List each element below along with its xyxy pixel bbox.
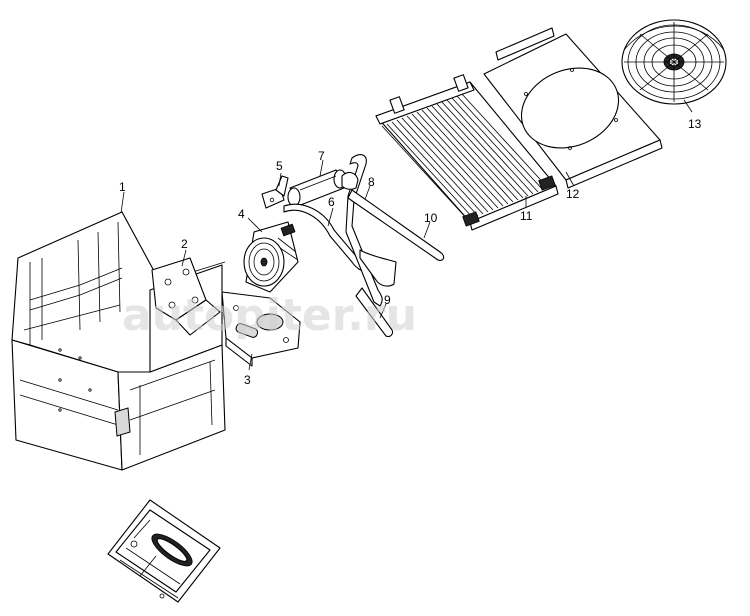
watermark-text: autopiter.ru xyxy=(122,290,417,341)
condenser-fins xyxy=(381,93,549,221)
part-10-pipe xyxy=(347,189,445,261)
callout-8: 8 xyxy=(368,175,375,189)
part-4-compressor xyxy=(243,221,299,293)
callout-1: 1 xyxy=(119,180,126,194)
leader-2 xyxy=(181,249,187,267)
part-13-fan xyxy=(621,19,727,105)
callout-9: 9 xyxy=(384,293,391,307)
part-3-plate xyxy=(221,291,301,367)
leader-12 xyxy=(565,171,575,187)
part-11-condenser xyxy=(375,74,559,231)
part-12-shroud xyxy=(483,27,663,189)
callout-13: 13 xyxy=(688,117,702,131)
leader-6 xyxy=(327,207,334,227)
callout-11: 11 xyxy=(520,209,533,223)
leader-10 xyxy=(423,221,431,239)
leader-3 xyxy=(248,353,253,371)
leader-1 xyxy=(120,191,125,214)
part-7-receiver xyxy=(287,169,347,207)
part-2-bracket xyxy=(151,257,221,336)
leader-4 xyxy=(247,217,263,233)
leader-5 xyxy=(278,172,282,187)
callout-3: 3 xyxy=(244,373,251,387)
callout-10: 10 xyxy=(424,211,438,225)
assembled-thumbnail xyxy=(107,499,221,603)
callout-4: 4 xyxy=(238,207,245,221)
part-9-hose-end xyxy=(355,287,394,338)
callout-12: 12 xyxy=(566,187,580,201)
leader-7 xyxy=(319,159,324,177)
callout-6: 6 xyxy=(328,195,335,209)
leader-9 xyxy=(379,303,387,319)
callout-7: 7 xyxy=(318,149,325,163)
callout-2: 2 xyxy=(181,237,188,251)
part-5-small-bracket xyxy=(261,175,289,209)
part-1-frame xyxy=(11,211,226,471)
callout-5: 5 xyxy=(276,159,283,173)
leader-13 xyxy=(683,99,693,113)
